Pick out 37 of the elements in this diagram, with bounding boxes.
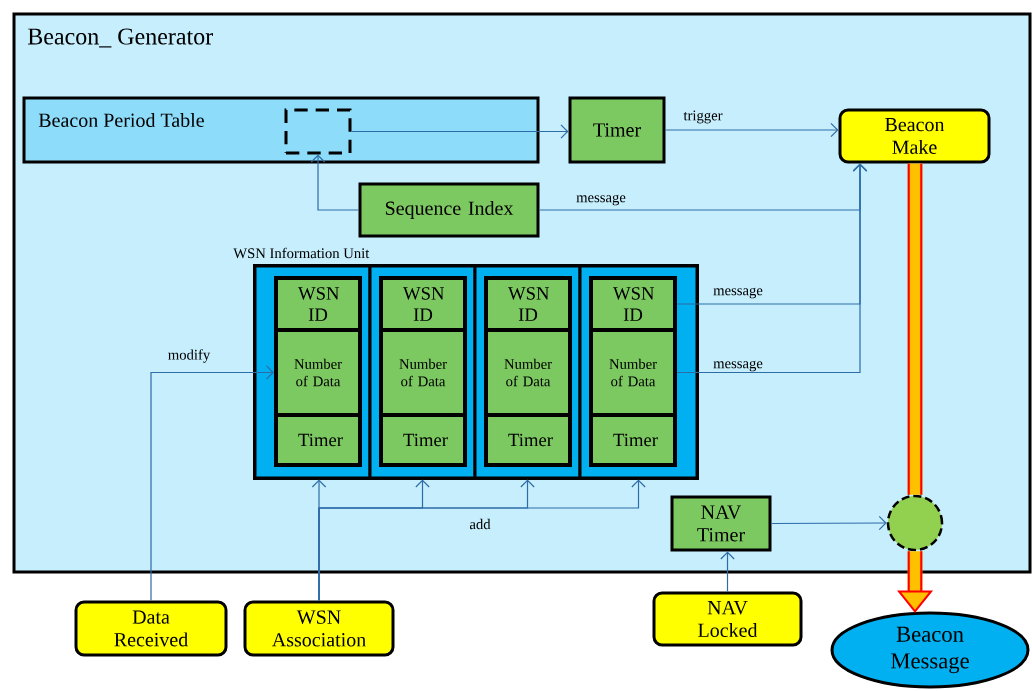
field-cell: Number of Data bbox=[484, 328, 572, 417]
edge-label: message bbox=[713, 287, 763, 299]
process-box: Beacon Make bbox=[838, 108, 991, 164]
arrow bbox=[150, 365, 274, 602]
input-box: NAV Locked bbox=[652, 591, 803, 647]
edge-label: modify bbox=[168, 349, 211, 363]
field-cell: Timer bbox=[379, 413, 467, 467]
input-box: WSN Association bbox=[243, 600, 395, 657]
node-label: WSN Information Unit bbox=[233, 247, 370, 259]
process-box: Sequence Index bbox=[358, 182, 540, 238]
field-cell: WSN ID bbox=[484, 276, 572, 332]
field-cell: Number of Data bbox=[274, 328, 362, 417]
field-cell: Timer bbox=[589, 413, 677, 467]
input-box: Data Received bbox=[74, 600, 228, 657]
arrow bbox=[310, 154, 360, 211]
edge-label: message bbox=[713, 360, 763, 372]
process-box: Timer bbox=[568, 96, 666, 164]
field-cell: WSN ID bbox=[589, 276, 677, 332]
arrow bbox=[676, 163, 868, 374]
arrow bbox=[770, 515, 887, 531]
arrow bbox=[350, 124, 569, 139]
field-cell: Timer bbox=[274, 413, 362, 467]
arrow bbox=[318, 479, 646, 602]
field-cell: Number of Data bbox=[379, 328, 467, 417]
edge-label: add bbox=[469, 518, 491, 530]
arrow bbox=[720, 551, 735, 593]
edge-label: message bbox=[576, 194, 626, 206]
edge-label: trigger bbox=[683, 110, 723, 124]
field-cell: WSN ID bbox=[274, 276, 362, 332]
field-cell: Number of Data bbox=[589, 328, 677, 417]
table-box: Beacon Period Table bbox=[22, 96, 540, 164]
field-cell: Timer bbox=[484, 413, 572, 467]
arrow bbox=[664, 122, 839, 138]
dashed-slot-box bbox=[284, 108, 352, 155]
junction-circle bbox=[886, 494, 944, 552]
field-cell: WSN ID bbox=[379, 276, 467, 332]
process-box: NAV Timer bbox=[670, 495, 772, 552]
